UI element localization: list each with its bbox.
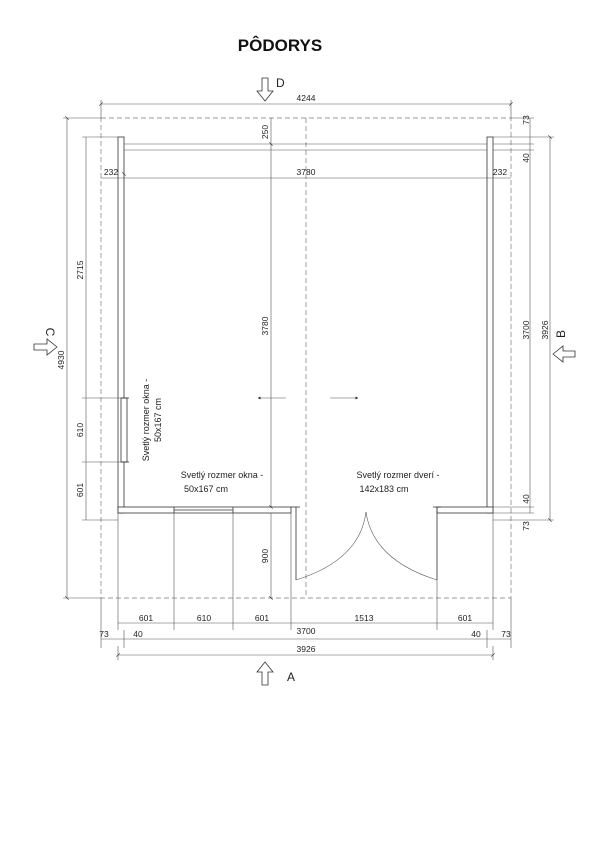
dim-bottom-73-left: 73 xyxy=(99,629,109,639)
side-window-note-1: Svetlý rozmer okna - xyxy=(141,379,151,462)
view-a-arrow xyxy=(256,661,274,686)
dim-top-overall: 4244 xyxy=(297,93,316,103)
dim-bottom-1513: 1513 xyxy=(355,613,374,623)
dim-bottom-601-c: 601 xyxy=(458,613,472,623)
view-d-label: D xyxy=(276,76,285,90)
front-window-note-2: 50x167 cm xyxy=(184,484,228,494)
view-b-arrow xyxy=(552,345,576,363)
roof-outline xyxy=(100,117,512,599)
view-d-arrow xyxy=(256,77,274,102)
double-door xyxy=(291,506,441,581)
dim-bottom-3926: 3926 xyxy=(297,644,316,654)
annotations: Svetlý rozmer okna - 50x167 cm Svetlý ro… xyxy=(141,379,440,494)
dim-center-front: 900 xyxy=(260,549,270,563)
plan-title: PÔDORYS xyxy=(238,36,322,55)
dim-center-vertical: 3780 xyxy=(260,316,270,335)
dimension-lines xyxy=(63,100,554,660)
dim-bottom-601-b: 601 xyxy=(255,613,269,623)
dim-right-bottom-40: 40 xyxy=(521,494,531,504)
view-a-label: A xyxy=(287,670,295,684)
dim-right-overall: 3926 xyxy=(540,320,550,339)
dim-top-right-wall: 232 xyxy=(493,167,507,177)
view-markers: D A C B xyxy=(33,76,576,686)
dim-bottom-610: 610 xyxy=(197,613,211,623)
dim-right-top-73: 73 xyxy=(521,115,531,125)
dim-bottom-601-a: 601 xyxy=(139,613,153,623)
view-b-label: B xyxy=(554,330,568,338)
dim-left-lower: 601 xyxy=(75,483,85,497)
dim-bottom-73-right: 73 xyxy=(501,629,511,639)
view-c-arrow xyxy=(33,338,58,356)
building-walls xyxy=(117,136,494,581)
dim-left-overall: 4930 xyxy=(56,350,66,369)
dim-top-inner: 3780 xyxy=(297,167,316,177)
side-window-note-2: 50x167 cm xyxy=(153,398,163,442)
side-window xyxy=(120,397,129,463)
door-note-1: Svetlý rozmer dverí - xyxy=(356,470,439,480)
front-window xyxy=(174,506,233,514)
dim-right-inner: 3700 xyxy=(521,320,531,339)
dim-bottom-3700: 3700 xyxy=(297,626,316,636)
dim-left-window: 610 xyxy=(75,423,85,437)
dim-top-left-wall: 232 xyxy=(104,167,118,177)
door-note-2: 142x183 cm xyxy=(359,484,408,494)
dim-right-bottom-73: 73 xyxy=(521,521,531,531)
front-window-note-1: Svetlý rozmer okna - xyxy=(181,470,264,480)
dim-bottom-40-right: 40 xyxy=(471,629,481,639)
dim-left-upper: 2715 xyxy=(75,260,85,279)
dim-bottom-40-left: 40 xyxy=(133,629,143,639)
dim-right-top-40: 40 xyxy=(521,153,531,163)
dimension-values: 4244 3780 232 232 250 3780 900 4930 2715… xyxy=(56,93,550,654)
view-c-label: C xyxy=(43,328,57,337)
dim-top-overhang: 250 xyxy=(260,125,270,139)
